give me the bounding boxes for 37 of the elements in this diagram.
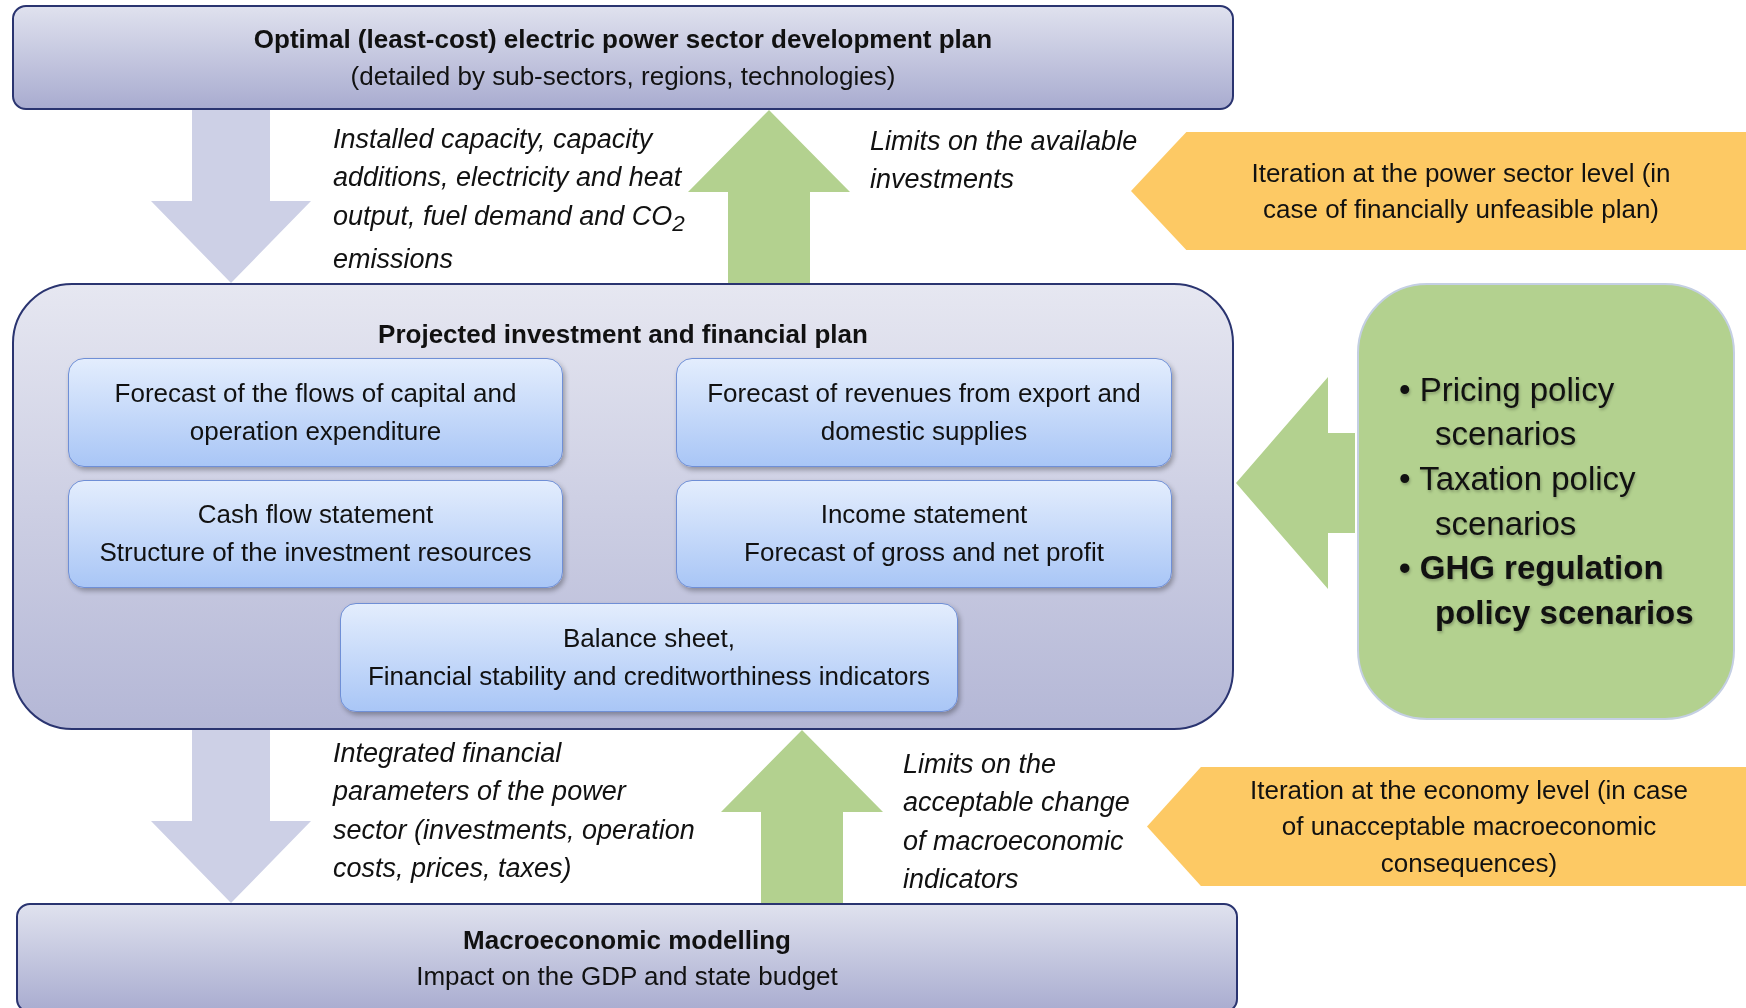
node-text: Balance sheet, xyxy=(563,621,735,655)
block-arrow xyxy=(1236,377,1355,589)
list-item: • GHG regulation policy scenarios xyxy=(1399,548,1695,633)
process-box xyxy=(676,480,1172,588)
process-box xyxy=(676,358,1172,467)
block-arrow xyxy=(151,730,311,903)
node-text: Forecast of revenues from export and domestic supplies xyxy=(706,376,1142,448)
list-item: • Taxation policy scenarios xyxy=(1399,458,1637,544)
edge-label: Limits on the available investments xyxy=(870,125,1139,197)
block-arrow xyxy=(721,730,883,903)
block-arrow xyxy=(151,110,311,283)
block-arrow xyxy=(688,110,850,283)
process-box xyxy=(68,358,563,467)
process-box xyxy=(68,480,563,588)
node-text: (detailed by sub-sectors, regions, technologies) xyxy=(350,59,896,93)
group-panel xyxy=(12,283,1234,730)
edge-label: Limits on the acceptable change of macroeconomic indicators xyxy=(903,748,1131,896)
rounded-panel xyxy=(1357,283,1735,720)
node-text: Forecast of the flows of capital and operation expenditure xyxy=(113,376,518,448)
process-band xyxy=(12,5,1234,110)
node-text: Financial stability and creditworthiness indicators xyxy=(367,659,931,693)
node-text: Forecast of gross and net profit xyxy=(744,536,1104,569)
node-title: Optimal (least-cost) electric power sector development plan xyxy=(253,23,993,57)
process-band xyxy=(16,903,1238,1008)
node-text: Cash flow statement xyxy=(197,498,434,532)
pentagon-arrow-shape xyxy=(1147,767,1746,886)
node-text: Structure of the investment resources xyxy=(99,536,532,569)
process-box xyxy=(340,603,958,712)
list-item: • Pricing policy scenarios xyxy=(1399,369,1616,455)
node-title: Projected investment and financial plan xyxy=(378,319,868,350)
edge-label: Installed capacity, capacity additions, electricity and heat output, fuel demand and CO$_{2}$ emissions xyxy=(333,123,686,276)
node-text: Income statement xyxy=(820,498,1028,532)
node-text: Impact on the GDP and state budget xyxy=(416,960,838,993)
node-text: Iteration at the economy level (in case of unacceptable macroeconomic consequences) xyxy=(1249,773,1689,880)
node-title: Macroeconomic modelling xyxy=(463,923,791,957)
edge-label: Integrated financial parameters of the power sector (investments, operation costs, prices, taxes) xyxy=(333,737,696,885)
node-text: Iteration at the power sector level (in case of financially unfeasible plan) xyxy=(1250,156,1672,226)
